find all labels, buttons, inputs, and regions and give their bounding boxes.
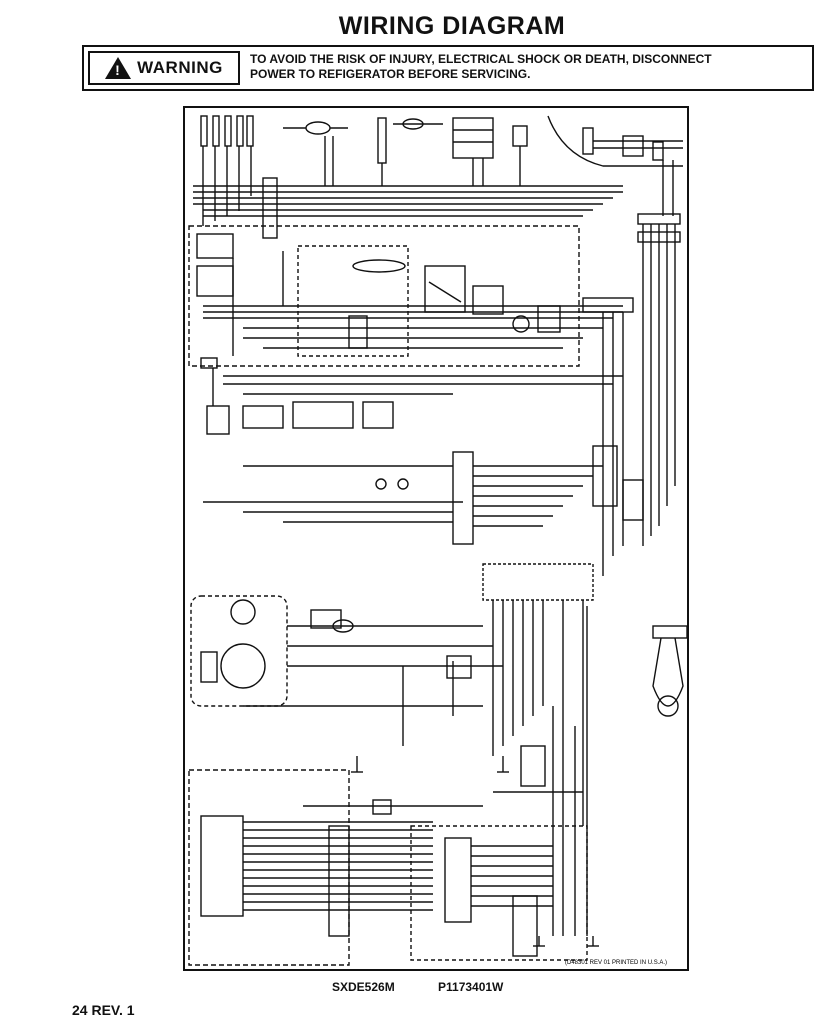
warning-line-2: POWER TO REFIGERATOR BEFORE SERVICING. <box>250 67 531 81</box>
top-left-connector-bank <box>193 115 623 239</box>
warning-message: TO AVOID THE RISK OF INJURY, ELECTRICAL … <box>250 52 810 82</box>
control-module <box>196 233 623 357</box>
compressor-circuit <box>190 595 503 746</box>
mid-left-components <box>200 357 623 523</box>
warning-line-1: TO AVOID THE RISK OF INJURY, ELECTRICAL … <box>250 52 712 66</box>
main-connector-block <box>452 445 618 826</box>
top-switch-assembly <box>283 117 528 186</box>
lower-sensor-box <box>351 745 583 793</box>
page-title: WIRING DIAGRAM <box>338 12 566 40</box>
top-right-door-switch <box>547 115 683 216</box>
diagram-notice: (D48301 REV 01 PRINTED IN U.S.A.) <box>565 960 667 966</box>
model-number: SXDE526M <box>332 980 395 994</box>
right-components <box>622 479 688 717</box>
warning-banner: WARNING TO AVOID THE RISK OF INJURY, ELE… <box>82 45 814 91</box>
diagram-frame <box>183 106 689 971</box>
part-number: P1173401W <box>438 980 504 994</box>
right-harness <box>582 213 681 576</box>
wiring-schematic: (D48301 REV 01 PRINTED IN U.S.A.) <box>188 115 688 966</box>
warning-triangle-icon <box>105 57 132 79</box>
bottom-control-board <box>200 799 483 937</box>
warning-label: WARNING <box>137 58 223 77</box>
bottom-right-board <box>444 606 599 957</box>
page-number: 24 REV. 1 <box>72 1002 135 1018</box>
warning-label-box: WARNING <box>88 51 240 85</box>
